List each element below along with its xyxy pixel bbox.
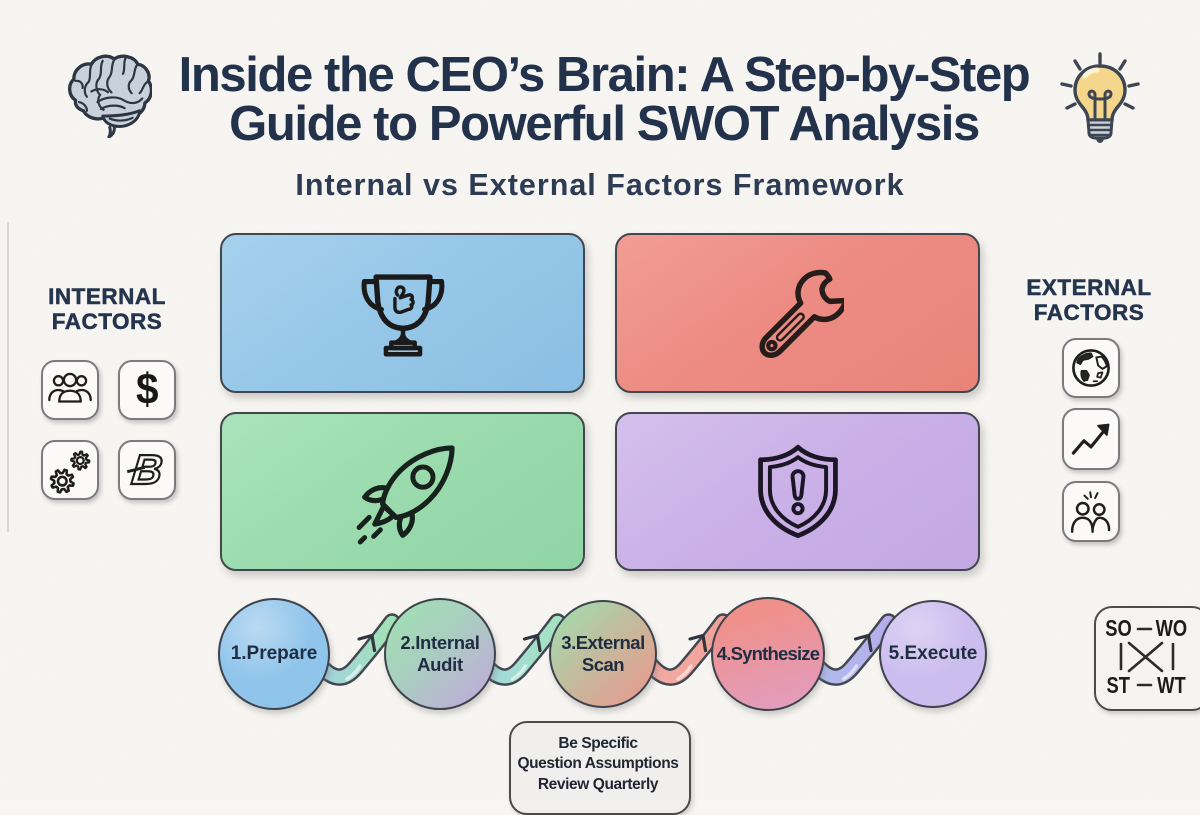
svg-text:WO: WO	[1156, 616, 1188, 642]
svg-text:SO: SO	[1105, 616, 1131, 642]
svg-text:WT: WT	[1157, 673, 1186, 699]
svg-text:ST: ST	[1106, 673, 1130, 699]
